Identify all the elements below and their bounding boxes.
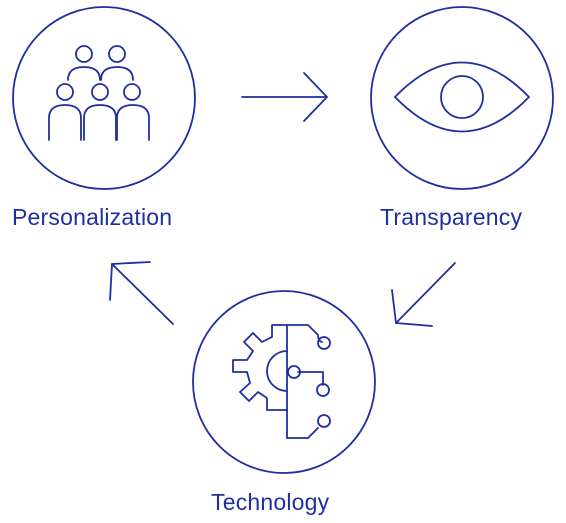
gear-circuit-icon bbox=[232, 324, 331, 439]
personalization-node bbox=[12, 6, 196, 190]
technology-label: Technology bbox=[211, 489, 330, 515]
people-group-icon bbox=[48, 45, 150, 141]
technology-circle bbox=[192, 290, 376, 474]
personalization-circle bbox=[12, 6, 196, 190]
technology-node bbox=[192, 290, 376, 474]
transparency-node bbox=[370, 6, 554, 190]
transparency-label: Transparency bbox=[380, 204, 523, 230]
arrow-up-left-icon bbox=[109, 261, 174, 325]
personalization-label: Personalization bbox=[12, 204, 173, 230]
transparency-circle bbox=[370, 6, 554, 190]
eye-icon bbox=[394, 61, 530, 133]
arrow-down-left-icon bbox=[391, 262, 456, 327]
arrow-right-icon bbox=[241, 72, 328, 122]
